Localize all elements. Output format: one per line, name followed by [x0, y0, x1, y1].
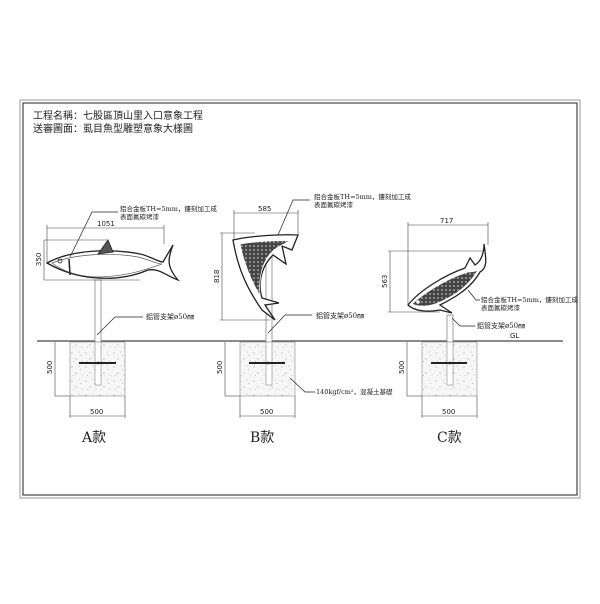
- fish-c-outline: [407, 243, 487, 314]
- svg-text:表面氟碳烤漆: 表面氟碳烤漆: [120, 212, 160, 221]
- leader-material-b: 鋁合金板TH=5mm，鏤刻加工成 表面氟碳烤漆: [277, 192, 411, 236]
- svg-text:鋁合金板TH=5mm，鏤刻加工成: 鋁合金板TH=5mm，鏤刻加工成: [120, 204, 217, 213]
- leader-material-c: 鋁合金板TH=5mm，鏤刻加工成 表面氟碳烤漆: [467, 289, 578, 312]
- height-dim-b: 818: [213, 270, 221, 283]
- footing-b: 500 500: [216, 341, 296, 418]
- footing-depth-c: 500: [398, 361, 406, 374]
- footing-a: 500 500: [46, 341, 126, 418]
- dimension-b: 585 818: [213, 205, 299, 321]
- svg-text:140kgf/cm²，混凝土基礎: 140kgf/cm²，混凝土基礎: [316, 387, 393, 396]
- width-dim-a: 1051: [97, 220, 115, 228]
- leader-pipe-c: 鋁管支架ø50㎜: [451, 317, 525, 330]
- variant-b: 585 818 鋁合金板TH=5mm，鏤刻加工成 表面氟碳烤漆 鋁管支架ø50㎜…: [213, 192, 411, 446]
- dimension-c: 717 563: [381, 217, 489, 313]
- variant-a: 1051 350 鋁合金板TH=5mm，鏤刻加工成 表面氟碳烤漆 鋁管支架ø50…: [35, 204, 217, 446]
- variant-label-b: B款: [250, 430, 274, 446]
- footing-depth-a: 500: [46, 361, 54, 374]
- width-dim-b: 585: [258, 205, 271, 213]
- svg-text:鋁管支架ø50㎜: 鋁管支架ø50㎜: [316, 311, 364, 320]
- footing-depth-b: 500: [216, 361, 224, 374]
- dimension-a: 1051 350: [35, 220, 165, 281]
- height-dim-c: 563: [381, 275, 389, 288]
- variant-label-c: C款: [437, 430, 462, 446]
- svg-text:鋁合金板TH=5mm，鏤刻加工成: 鋁合金板TH=5mm，鏤刻加工成: [314, 192, 411, 201]
- height-dim-a: 350: [35, 253, 43, 266]
- variant-label-a: A款: [81, 430, 106, 446]
- variant-c: 717 563 鋁合金板TH=5mm，鏤刻加工成 表面氟碳烤漆 鋁管支架ø50㎜…: [381, 217, 578, 446]
- ground-line: GL: [37, 332, 563, 342]
- project-title: 工程名稱：七股區頂山里入口意象工程: [33, 109, 203, 122]
- ground-label: GL: [510, 332, 519, 340]
- footing-c: 500 500: [398, 341, 478, 418]
- footing-width-a: 500: [90, 408, 103, 416]
- svg-text:表面氟碳烤漆: 表面氟碳烤漆: [314, 200, 354, 209]
- footing-width-b: 500: [260, 408, 273, 416]
- fish-a-outline: [45, 239, 181, 282]
- sheet-frame: [19, 99, 581, 499]
- svg-text:表面氟碳烤漆: 表面氟碳烤漆: [481, 303, 521, 312]
- fish-b-outline: [232, 234, 299, 321]
- width-dim-c: 717: [440, 217, 453, 225]
- leader-material-a: 鋁合金板TH=5mm，鏤刻加工成 表面氟碳烤漆: [69, 204, 217, 258]
- svg-text:鋁管支架ø50㎜: 鋁管支架ø50㎜: [477, 321, 525, 330]
- title-block: 工程名稱：七股區頂山里入口意象工程 送審圖面：虱目魚型雕塑意象大樣圖: [33, 109, 203, 135]
- footing-width-c: 500: [442, 408, 455, 416]
- svg-text:鋁合金板TH=5mm，鏤刻加工成: 鋁合金板TH=5mm，鏤刻加工成: [481, 295, 578, 304]
- drawing-title: 送審圖面：虱目魚型雕塑意象大樣圖: [33, 122, 193, 135]
- leader-pipe-b: 鋁管支架ø50㎜: [267, 311, 364, 334]
- leader-pipe-a: 鋁管支架ø50㎜: [96, 312, 194, 336]
- leader-foundation: 140kgf/cm²，混凝土基礎: [289, 377, 393, 396]
- svg-text:鋁管支架ø50㎜: 鋁管支架ø50㎜: [146, 312, 194, 321]
